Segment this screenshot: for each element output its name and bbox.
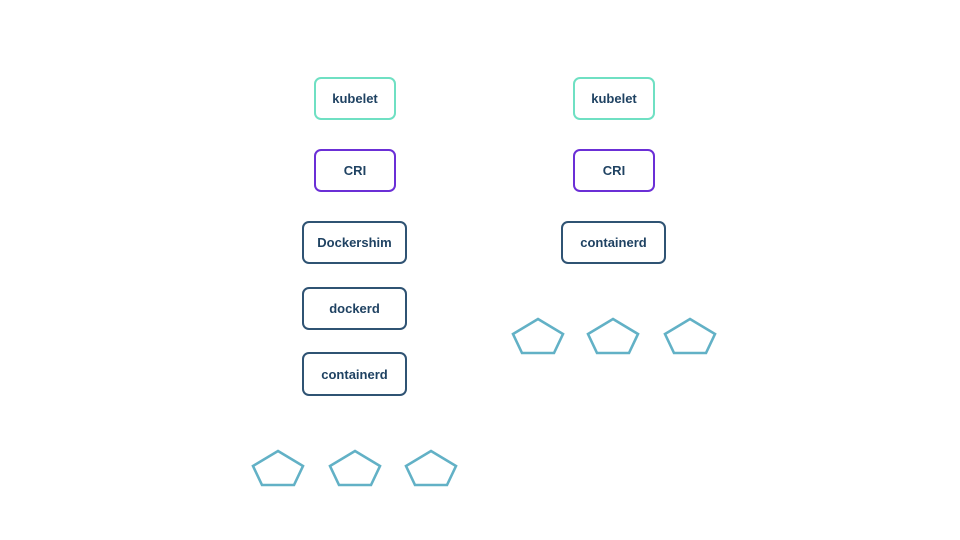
right-containerd-label: containerd xyxy=(580,235,647,250)
left-container-1-pentagon-icon xyxy=(250,448,306,490)
left-containerd-box: containerd xyxy=(302,352,407,396)
left-dockerd-label: dockerd xyxy=(329,301,380,316)
left-containerd-label: containerd xyxy=(321,366,388,382)
right-container-2-pentagon-icon xyxy=(585,316,641,358)
left-kubelet-box: kubelet xyxy=(314,77,396,120)
left-kubelet-label: kubelet xyxy=(332,91,378,106)
left-dockershim-label: Dockershim xyxy=(317,235,392,250)
right-kubelet-label: kubelet xyxy=(591,91,637,106)
left-cri-box: CRI xyxy=(314,149,396,192)
left-dockerd-box: dockerd xyxy=(302,287,407,330)
right-kubelet-box: kubelet xyxy=(573,77,655,120)
right-cri-box: CRI xyxy=(573,149,655,192)
left-container-3-pentagon-icon xyxy=(403,448,459,490)
right-container-3-pentagon-icon xyxy=(662,316,718,358)
right-containerd-box: containerd xyxy=(561,221,666,264)
left-dockershim-box: Dockershim xyxy=(302,221,407,264)
right-container-1-pentagon-icon xyxy=(510,316,566,358)
left-cri-label: CRI xyxy=(343,163,367,178)
right-cri-label: CRI xyxy=(602,163,626,178)
left-container-2-pentagon-icon xyxy=(327,448,383,490)
